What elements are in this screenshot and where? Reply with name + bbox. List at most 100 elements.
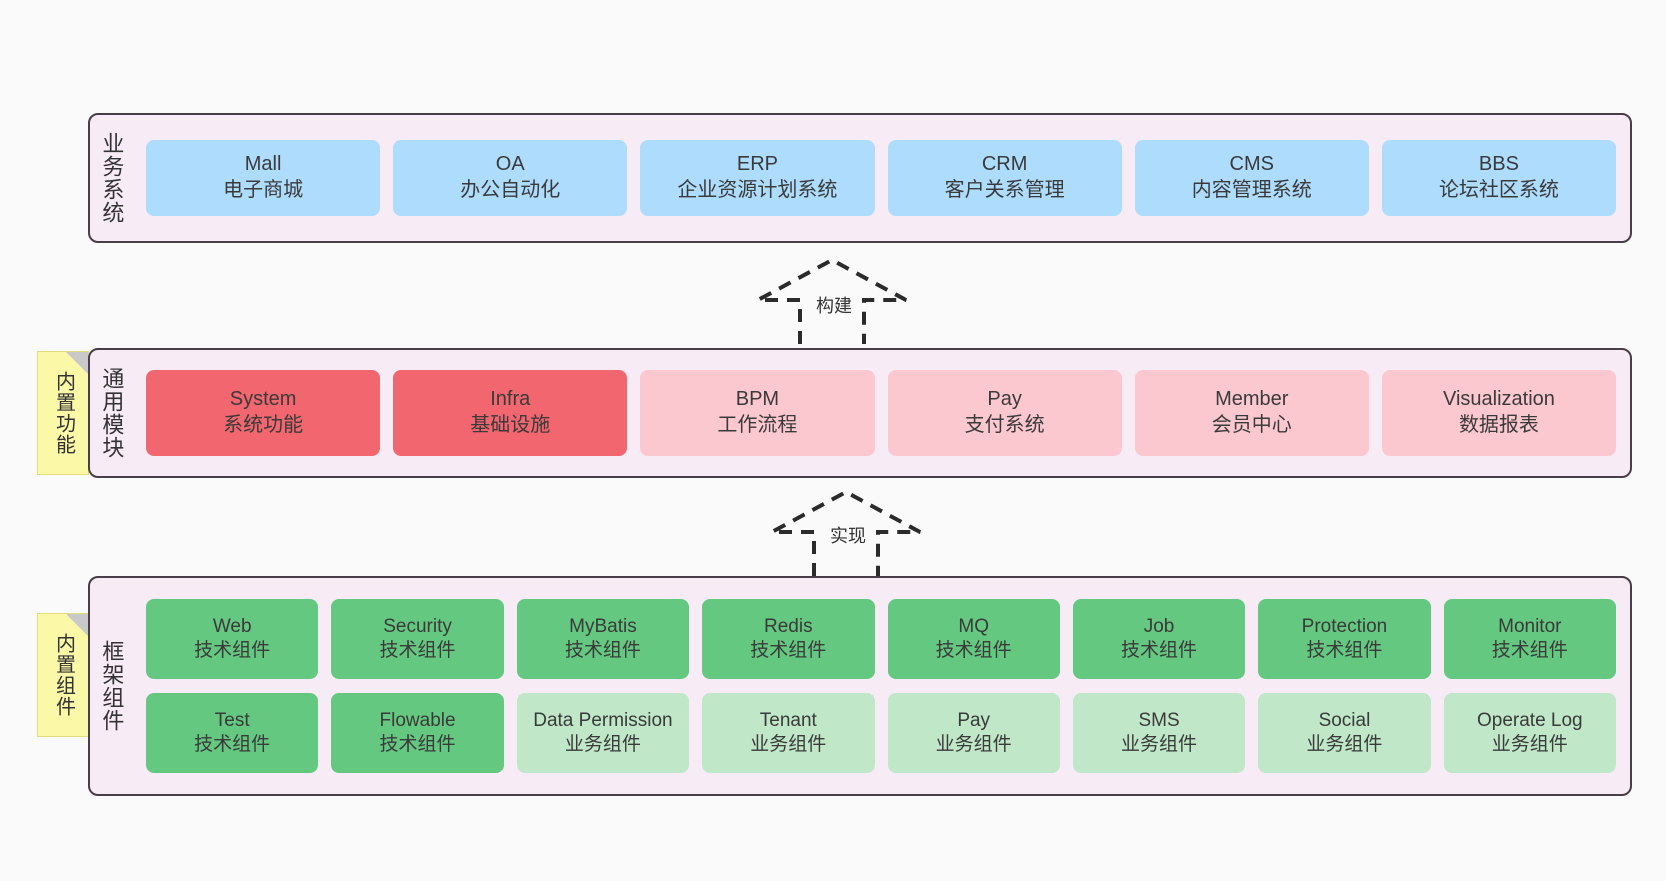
- note-builtin-components: 内置组件: [37, 613, 89, 737]
- common-card-row: System 系统功能 Infra 基础设施 BPM 工作流程 Pay 支付系统…: [146, 370, 1617, 456]
- card-subtitle: 内容管理系统: [1191, 179, 1312, 201]
- card-pay-component[interactable]: Pay 业务组件: [887, 693, 1060, 773]
- card-crm[interactable]: CRM 客户关系管理: [887, 140, 1122, 216]
- card-social[interactable]: Social 业务组件: [1258, 693, 1431, 773]
- layer-framework-body: Web 技术组件 Security 技术组件 MyBatis 技术组件 Redi…: [132, 578, 1630, 794]
- card-subtitle: 业务组件: [1491, 734, 1568, 755]
- card-subtitle: 技术组件: [379, 640, 456, 661]
- card-sms[interactable]: SMS 业务组件: [1072, 693, 1246, 773]
- card-bbs[interactable]: BBS 论坛社区系统: [1381, 140, 1617, 216]
- card-title: Social: [1318, 709, 1371, 731]
- card-mybatis[interactable]: MyBatis 技术组件: [516, 599, 690, 679]
- card-flowable[interactable]: Flowable 技术组件: [331, 693, 504, 773]
- card-subtitle: 技术组件: [1121, 640, 1198, 661]
- card-operate-log[interactable]: Operate Log 业务组件: [1443, 693, 1616, 773]
- card-cms[interactable]: CMS 内容管理系统: [1134, 140, 1369, 216]
- card-title: MyBatis: [569, 615, 637, 637]
- card-bpm[interactable]: BPM 工作流程: [640, 370, 875, 456]
- card-title: MQ: [958, 615, 989, 637]
- card-subtitle: 业务组件: [750, 734, 827, 755]
- card-subtitle: 客户关系管理: [944, 179, 1065, 201]
- card-erp[interactable]: ERP 企业资源计划系统: [640, 140, 875, 216]
- card-subtitle: 工作流程: [717, 414, 798, 436]
- card-title: SMS: [1138, 709, 1180, 731]
- card-security[interactable]: Security 技术组件: [331, 599, 504, 679]
- framework-row-2: Test 技术组件 Flowable 技术组件 Data Permission …: [146, 693, 1616, 773]
- card-oa[interactable]: OA 办公自动化: [393, 140, 628, 216]
- card-system[interactable]: System 系统功能: [146, 370, 381, 456]
- note-builtin-features: 内置功能: [37, 351, 89, 475]
- note-label: 内置组件: [52, 633, 75, 717]
- note-fold-corner-icon: [66, 614, 88, 636]
- card-subtitle: 业务组件: [1121, 734, 1198, 755]
- card-protection[interactable]: Protection 技术组件: [1258, 599, 1431, 679]
- implement-arrow-label: 实现: [827, 522, 869, 548]
- card-pay[interactable]: Pay 支付系统: [887, 370, 1122, 456]
- card-title: Web: [212, 615, 252, 637]
- card-title: Security: [383, 615, 452, 637]
- card-subtitle: 支付系统: [964, 414, 1045, 436]
- card-title: Member: [1215, 388, 1289, 411]
- card-title: OA: [495, 153, 525, 176]
- card-visualization[interactable]: Visualization 数据报表: [1381, 370, 1617, 456]
- card-title: BBS: [1478, 153, 1519, 176]
- card-monitor[interactable]: Monitor 技术组件: [1443, 599, 1616, 679]
- build-arrow-icon: [757, 257, 907, 344]
- card-subtitle: 业务组件: [935, 734, 1012, 755]
- layer-common-body: System 系统功能 Infra 基础设施 BPM 工作流程 Pay 支付系统…: [132, 350, 1630, 476]
- card-test[interactable]: Test 技术组件: [146, 693, 319, 773]
- card-subtitle: 技术组件: [750, 640, 827, 661]
- card-title: Redis: [764, 615, 813, 637]
- framework-row-1: Web 技术组件 Security 技术组件 MyBatis 技术组件 Redi…: [146, 599, 1616, 679]
- card-subtitle: 技术组件: [194, 734, 271, 755]
- card-subtitle: 系统功能: [223, 414, 304, 436]
- note-label: 内置功能: [52, 371, 75, 455]
- card-tenant[interactable]: Tenant 业务组件: [702, 693, 875, 773]
- card-subtitle: 会员中心: [1211, 414, 1292, 436]
- card-redis[interactable]: Redis 技术组件: [702, 599, 875, 679]
- card-title: ERP: [736, 153, 778, 176]
- card-title: Visualization: [1442, 388, 1555, 411]
- card-subtitle: 论坛社区系统: [1438, 179, 1559, 201]
- layer-common-title: 通用模块: [99, 367, 125, 459]
- card-subtitle: 业务组件: [564, 734, 641, 755]
- card-title: Mall: [244, 153, 282, 176]
- layer-business-body: Mall 电子商城 OA 办公自动化 ERP 企业资源计划系统 CRM 客户关系…: [132, 115, 1630, 241]
- layer-framework-components: 框架组件 Web 技术组件 Security 技术组件 MyBatis 技术组件…: [88, 576, 1632, 796]
- card-infra[interactable]: Infra 基础设施: [393, 370, 628, 456]
- card-title: Pay: [987, 388, 1022, 411]
- card-subtitle: 技术组件: [935, 640, 1012, 661]
- card-web[interactable]: Web 技术组件: [146, 599, 319, 679]
- card-title: Flowable: [379, 709, 456, 731]
- note-fold-corner-icon: [66, 352, 88, 374]
- card-subtitle: 技术组件: [1491, 640, 1568, 661]
- card-member[interactable]: Member 会员中心: [1134, 370, 1369, 456]
- card-subtitle: 电子商城: [223, 179, 304, 201]
- card-title: Pay: [957, 709, 991, 731]
- card-mq[interactable]: MQ 技术组件: [887, 599, 1060, 679]
- layer-business-systems: 业务系统 Mall 电子商城 OA 办公自动化 ERP 企业资源计划系统 CRM…: [88, 113, 1632, 243]
- card-title: Tenant: [759, 709, 817, 731]
- card-subtitle: 技术组件: [1306, 640, 1383, 661]
- card-subtitle: 技术组件: [379, 734, 456, 755]
- implement-arrow-icon: [771, 489, 921, 576]
- card-title: System: [229, 388, 297, 411]
- card-title: CMS: [1229, 153, 1274, 176]
- card-subtitle: 业务组件: [1306, 734, 1383, 755]
- build-arrow-label: 构建: [813, 292, 855, 318]
- card-job[interactable]: Job 技术组件: [1072, 599, 1246, 679]
- card-subtitle: 办公自动化: [460, 179, 561, 201]
- card-subtitle: 企业资源计划系统: [677, 179, 838, 201]
- card-data-permission[interactable]: Data Permission 业务组件: [516, 693, 690, 773]
- card-subtitle: 技术组件: [194, 640, 271, 661]
- card-subtitle: 技术组件: [564, 640, 641, 661]
- card-subtitle: 基础设施: [470, 414, 551, 436]
- card-title: Job: [1143, 615, 1175, 637]
- layer-framework-title: 框架组件: [99, 640, 125, 732]
- business-card-row: Mall 电子商城 OA 办公自动化 ERP 企业资源计划系统 CRM 客户关系…: [146, 140, 1617, 216]
- card-mall[interactable]: Mall 电子商城: [146, 140, 381, 216]
- card-title: Protection: [1301, 615, 1388, 637]
- card-title: Infra: [490, 388, 531, 411]
- card-title: Operate Log: [1476, 709, 1583, 731]
